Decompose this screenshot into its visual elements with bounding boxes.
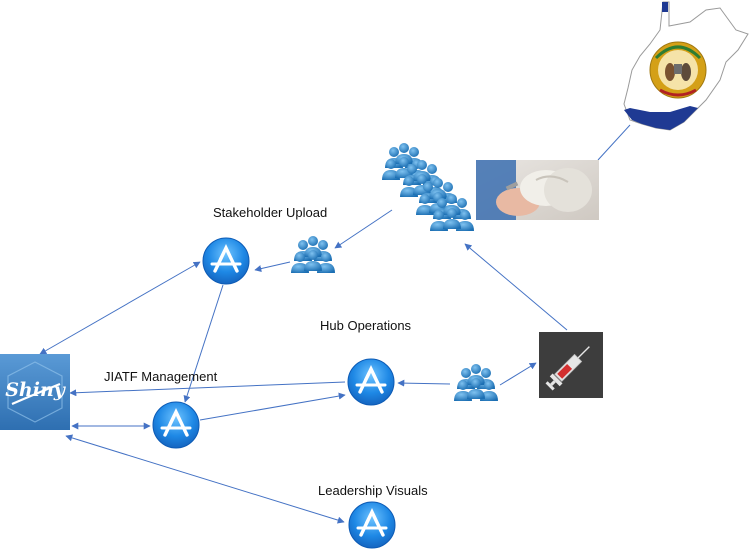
- connector-arrows: [39, 124, 631, 524]
- shiny-logo: Shiny: [0, 354, 70, 430]
- west-virginia-flag-map-icon: [623, 1, 749, 131]
- label-leadership-visuals: Leadership Visuals: [318, 483, 428, 498]
- app-stakeholder-upload-icon[interactable]: [201, 236, 251, 286]
- arrow-jiatf-to-hub: [199, 392, 346, 421]
- people-group-hub-icon: [454, 364, 498, 401]
- app-leadership-visuals-icon[interactable]: [347, 500, 397, 550]
- shiny-logo-text: Shiny: [5, 379, 67, 401]
- arrow-stakeholder-to-jiatf: [183, 284, 224, 403]
- arrow-shiny-to-stakeholder: [39, 261, 201, 355]
- arrow-hubpeople-to-syringe: [499, 362, 537, 386]
- label-jiatf-management: JIATF Management: [104, 369, 218, 384]
- arrow-shiny-leadership: [65, 434, 345, 524]
- app-jiatf-management-icon[interactable]: [151, 400, 201, 450]
- app-hub-operations-icon[interactable]: [346, 357, 396, 407]
- people-group-stakeholders-icon: [291, 236, 335, 273]
- arrow-hubpeople-to-hub: [397, 379, 451, 387]
- arrow-people-to-stakeholder-app: [254, 261, 291, 273]
- line-photo-to-map: [597, 124, 631, 161]
- arrow-hub-to-shiny: [69, 381, 346, 397]
- arrow-syringe-to-crowd: [464, 243, 568, 331]
- arrow-crowd-to-people: [334, 209, 393, 249]
- people-crowd-icon: [382, 143, 474, 231]
- vaccination-photo: [476, 160, 599, 220]
- label-hub-operations: Hub Operations: [320, 318, 412, 333]
- label-stakeholder-upload: Stakeholder Upload: [213, 205, 327, 220]
- syringe-icon: [539, 332, 603, 398]
